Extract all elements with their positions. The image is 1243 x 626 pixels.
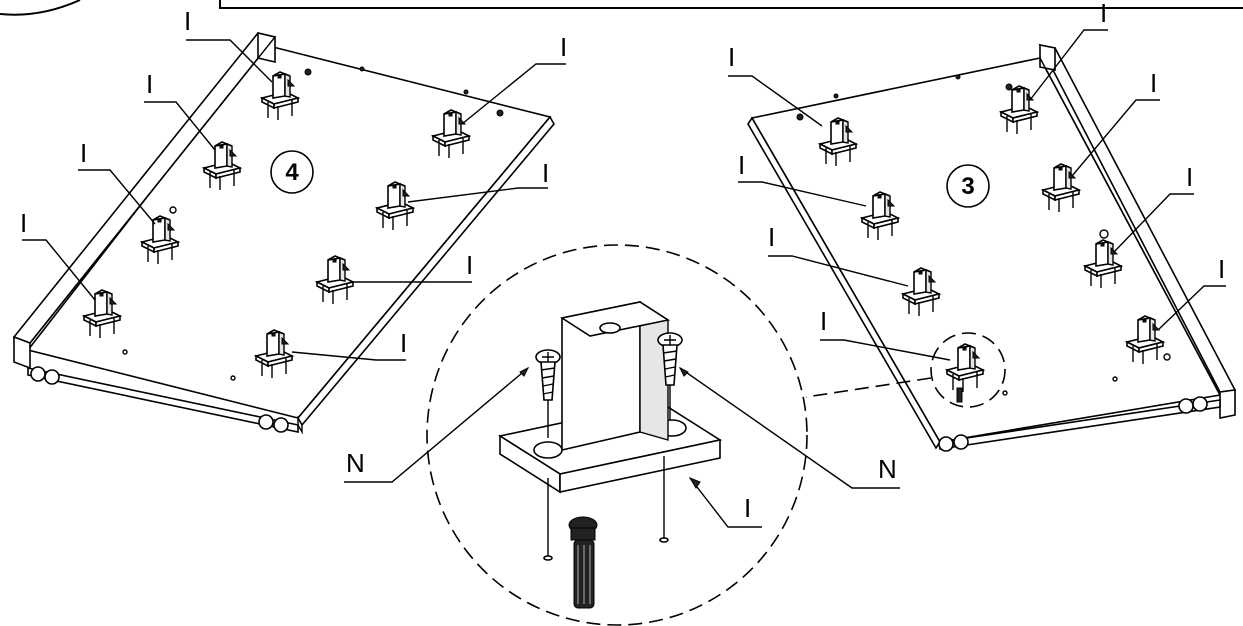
callout-label: I bbox=[466, 250, 473, 280]
cam-dowel bbox=[568, 516, 598, 609]
callout-label: I bbox=[184, 6, 191, 36]
callout-label: I bbox=[400, 328, 407, 358]
callout-label: I bbox=[20, 208, 27, 238]
screw bbox=[657, 332, 683, 420]
callout-label: I bbox=[738, 150, 745, 180]
detail-view: N N I bbox=[344, 244, 900, 626]
callout-label: I bbox=[728, 42, 735, 72]
callout-label: I bbox=[1150, 68, 1157, 98]
step-number: 3 bbox=[961, 173, 974, 200]
foot bbox=[30, 366, 60, 385]
foot bbox=[258, 414, 289, 433]
callout-label: I bbox=[1218, 254, 1225, 284]
callouts-left: I I I I I I I I bbox=[20, 6, 567, 361]
callout-label: I bbox=[1186, 162, 1193, 192]
right-panel: 3 bbox=[747, 43, 1237, 452]
callout-label: N bbox=[346, 448, 365, 478]
foot bbox=[938, 434, 969, 452]
callout-label: I bbox=[1100, 0, 1107, 28]
top-frame bbox=[0, 0, 1243, 16]
callout-label: I bbox=[146, 69, 153, 99]
detail-marker-circle bbox=[930, 332, 1006, 408]
callouts-right: I I I I I I I I bbox=[728, 0, 1226, 361]
callout-label: I bbox=[542, 158, 549, 188]
detail-connector bbox=[805, 377, 932, 398]
callout-label: I bbox=[80, 138, 87, 168]
callout-label: I bbox=[560, 32, 567, 62]
left-panel: 4 bbox=[12, 31, 555, 435]
foot bbox=[1178, 396, 1208, 414]
step-number-circle bbox=[946, 164, 990, 208]
screw bbox=[535, 349, 561, 438]
callout-label: I bbox=[768, 222, 775, 252]
callout-label: I bbox=[744, 493, 751, 523]
detail-circle bbox=[426, 244, 808, 626]
callout-label: I bbox=[820, 306, 827, 336]
callout-label: N bbox=[878, 454, 897, 484]
step-number-circle bbox=[270, 150, 314, 194]
step-number: 4 bbox=[285, 159, 299, 186]
